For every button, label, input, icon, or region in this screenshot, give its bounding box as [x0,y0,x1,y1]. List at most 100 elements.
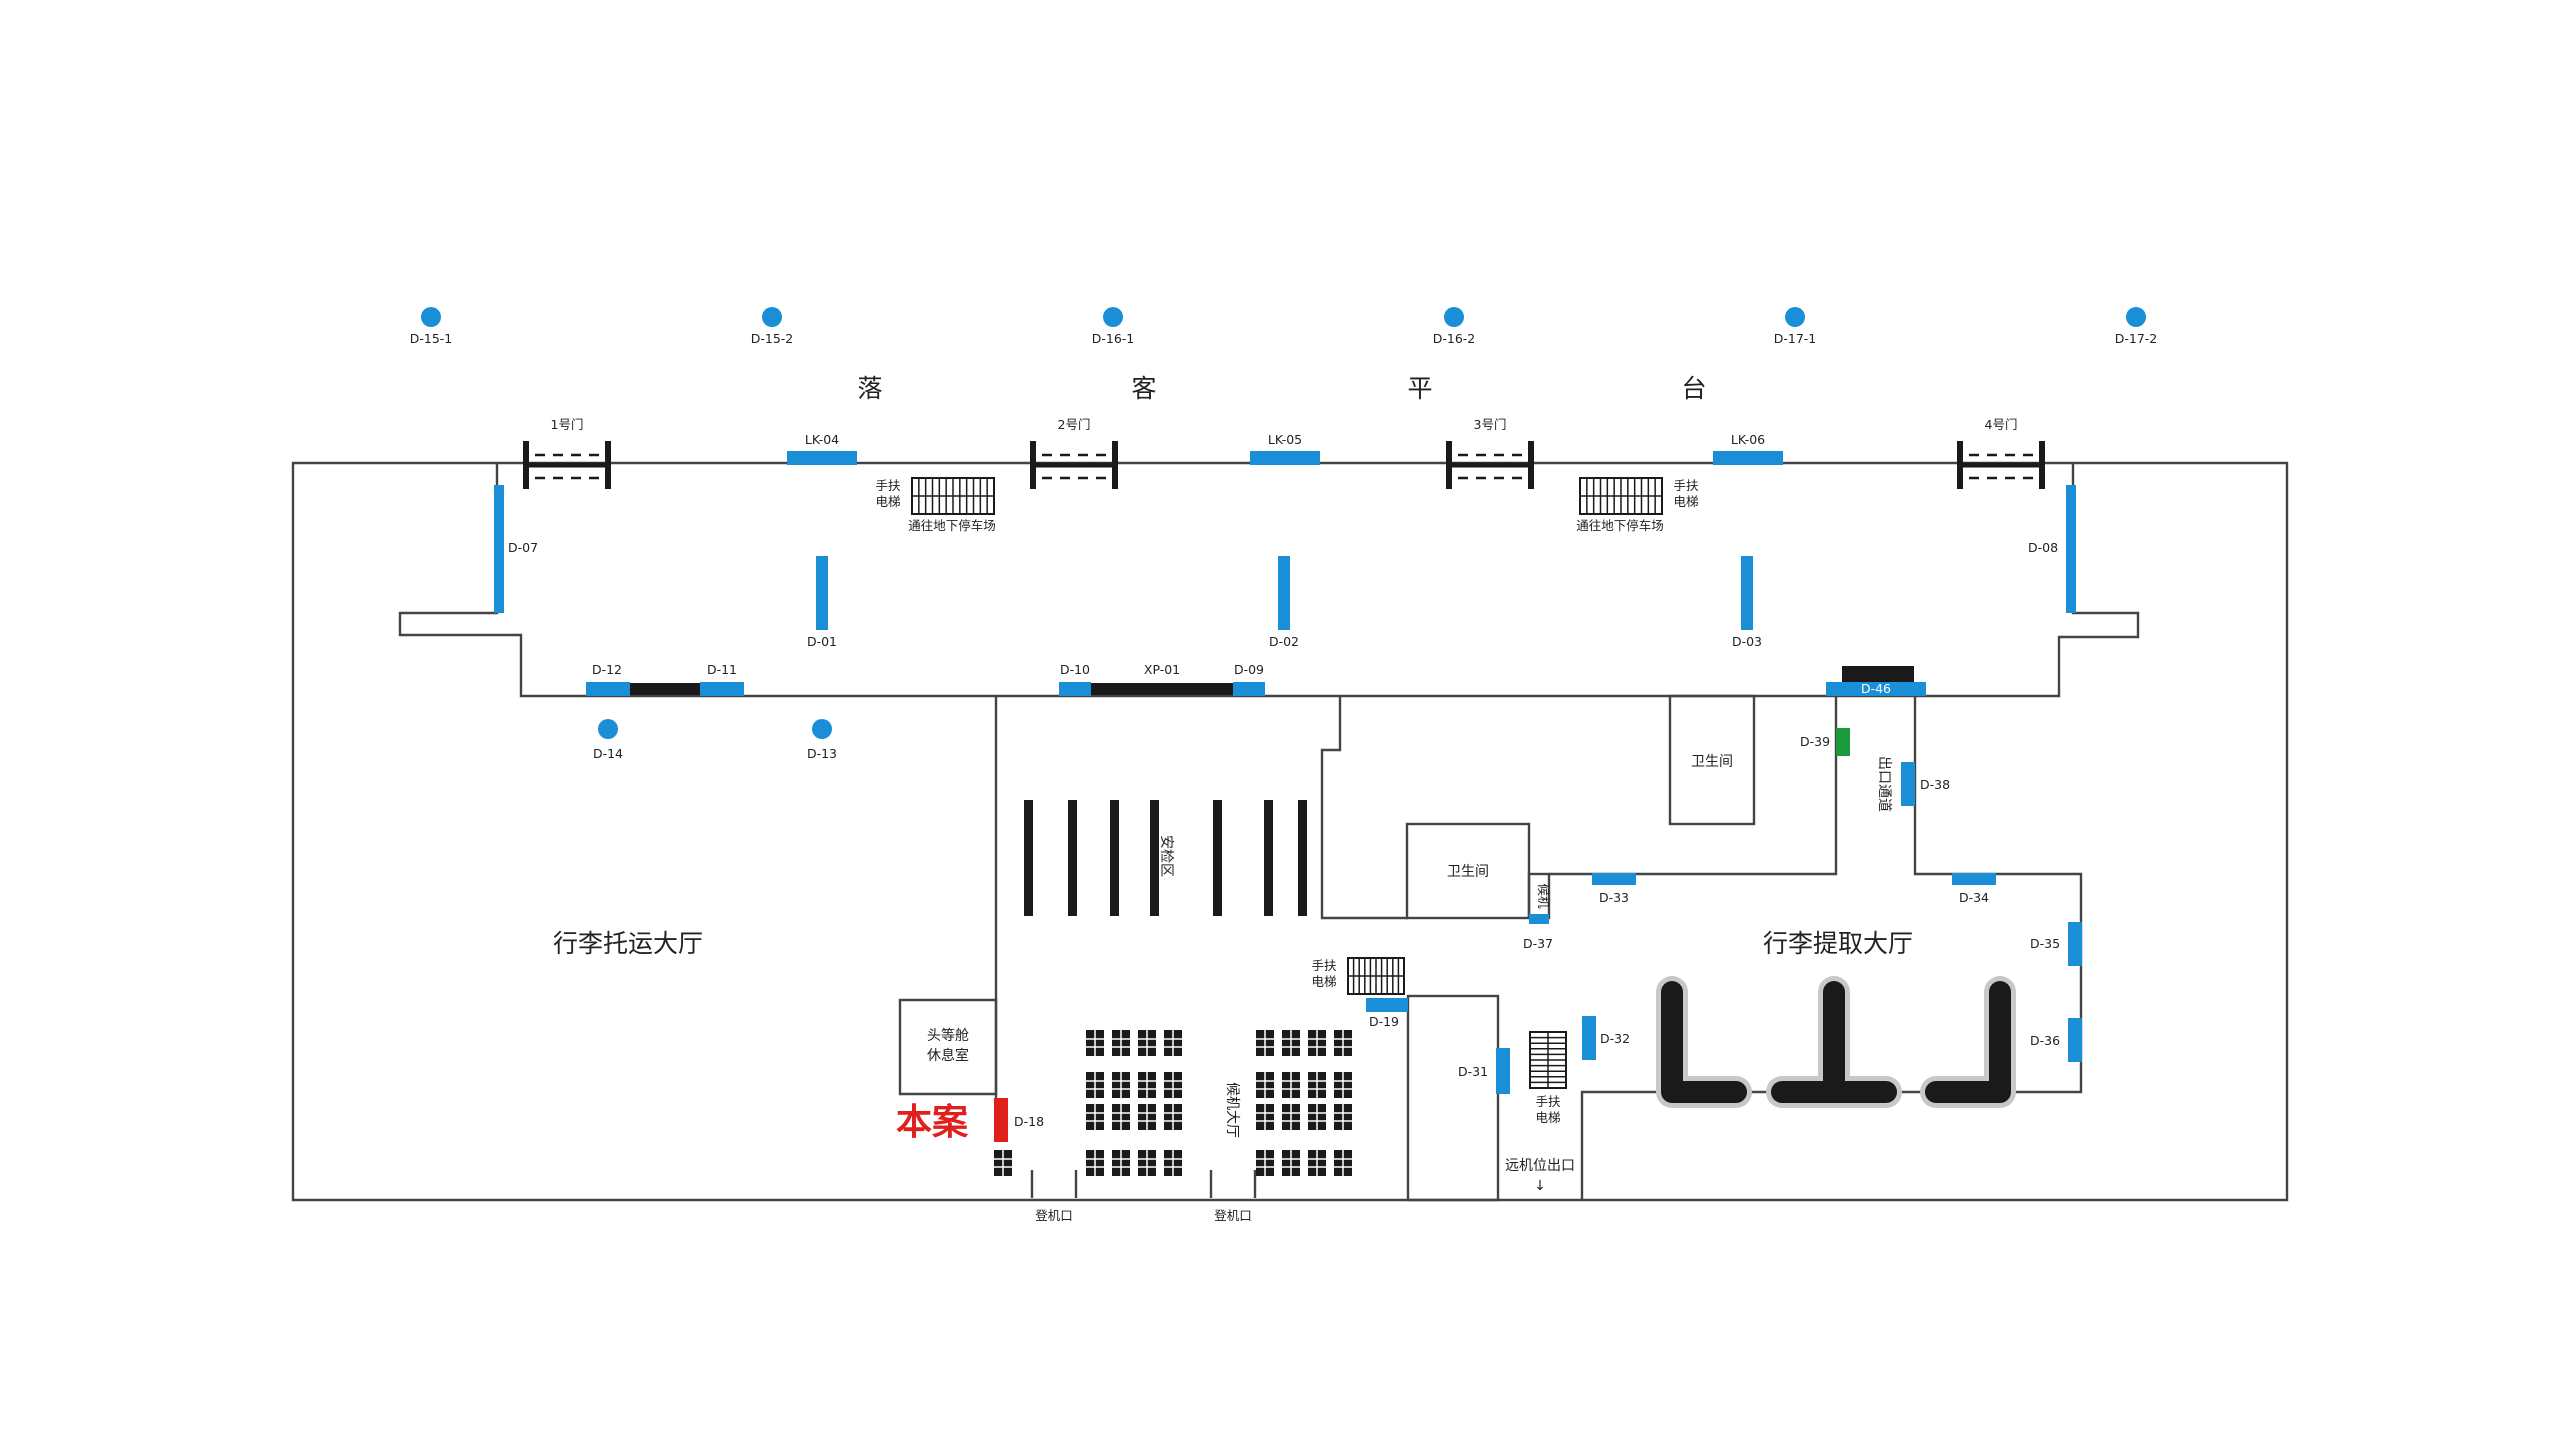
label-d-34: D-34 [1959,890,1989,905]
label-lk-05: LK-05 [1268,432,1302,447]
gates-layer: 1号门 2号门 3号门 4号门 [523,417,2045,489]
point-marker-d-16-1 [1103,307,1123,327]
escalator-middle-label-2: 电梯 [1311,974,1336,989]
seat-block-right-mid [1256,1072,1352,1130]
ad-panel-d-35 [2068,922,2082,966]
label-d-17-2: D-17-2 [2115,331,2158,346]
label-arrival-exit: 远机位出口 [1505,1158,1575,1174]
label-lk-06: LK-06 [1731,432,1765,447]
gate-label-4: 4号门 [1985,417,2018,432]
escalator-top-right-note: 通往地下停车场 [1576,518,1664,533]
label-checkin-hall: 行李托运大厅 [553,929,703,958]
ad-panel-d-33 [1592,873,1636,885]
label-d-35: D-35 [2030,936,2060,951]
gate-3: 3号门 [1446,417,1534,489]
escalator-lower-label-1: 手扶 [1535,1094,1561,1109]
labels: 落 客 平 台 LK-04 LK-05 LK-06 D-07 D-08 D-01… [508,374,2060,1223]
ad-panel-d-02 [1278,556,1290,630]
label-d-13: D-13 [807,746,837,761]
seat-block-gate [994,1150,1012,1176]
seat-block-right-top [1256,1030,1352,1056]
gate-label-1: 1号门 [551,417,584,432]
ad-panel-d-38 [1901,762,1915,806]
label-d-02: D-02 [1269,634,1299,649]
point-marker-d-13 [812,719,832,739]
arrival-exit-arrow: ↓ [1534,1178,1546,1194]
label-boarding-2: 登机口 [1214,1208,1252,1223]
ad-panel-d-31 [1496,1048,1510,1094]
ad-panel-d-19 [1366,998,1408,1012]
label-d-01: D-01 [807,634,837,649]
label-waiting: 候机大厅 [1224,1082,1240,1138]
restroom-2-room [1405,822,1531,920]
label-d-15-1: D-15-1 [410,331,453,346]
ad-panels [494,451,2082,1142]
waiting-seats [994,1030,1352,1176]
label-d-39: D-39 [1800,734,1830,749]
ad-panel-d-36 [2068,1018,2082,1062]
gate-label-3: 3号门 [1474,417,1507,432]
label-exit-passage: 出口通道 [1876,756,1892,812]
security-lane-2 [1068,800,1077,916]
ad-panel-d-08 [2066,485,2076,613]
label-d-19: D-19 [1369,1014,1399,1029]
restroom-1-room [1668,694,1756,826]
gate-4: 4号门 [1957,417,2045,489]
escalator-middle-label-1: 手扶 [1311,958,1337,973]
boarding-gate-wall-1 [1030,1170,1078,1198]
security-lane-5 [1213,800,1222,916]
label-security: 安检区 [1158,835,1174,877]
seat-block-left-bottom [1086,1150,1182,1176]
ad-panel-d-10 [1059,682,1091,696]
arrival-room [1406,994,1500,1202]
dark-counter-d-46 [1842,666,1914,684]
label-lk-04: LK-04 [805,432,839,447]
ad-panel-xp-01 [1091,683,1233,695]
seat-block-left-mid [1086,1072,1182,1130]
ad-panel-d-09 [1233,682,1265,696]
baggage-hall-wall [1580,696,2083,1200]
security-lane-1 [1024,800,1033,916]
security-lane-6 [1264,800,1273,916]
ad-panel-d-18-highlight [994,1098,1008,1142]
seat-block-right-bottom [1256,1150,1352,1176]
label-baggage-claim-hall: 行李提取大厅 [1763,929,1913,958]
point-marker-d-15-1 [421,307,441,327]
label-small-room: 候机 [1536,883,1551,909]
ad-panel-d-37 [1529,914,1549,924]
security-lanes [1024,800,1307,916]
concourse-inner-wall [398,463,2140,698]
label-first-class-1: 头等舱 [927,1027,969,1044]
security-area-wall [1320,696,1408,920]
point-marker-d-17-2 [2126,307,2146,327]
boarding-gate-wall-2 [1209,1170,1257,1198]
security-lane-7 [1298,800,1307,916]
label-d-10: D-10 [1060,662,1090,677]
label-restroom-2: 卫生间 [1447,864,1489,880]
label-d-08: D-08 [2028,540,2058,555]
label-d-03: D-03 [1732,634,1762,649]
escalator-top-left-label-2: 电梯 [875,494,900,509]
platform-char-3: 平 [1407,374,1432,403]
ad-panel-d-01 [816,556,828,630]
label-d-11: D-11 [707,662,737,677]
ad-panel-d-32 [1582,1016,1596,1060]
gate-1: 1号门 [523,417,611,489]
label-d-15-2: D-15-2 [751,331,794,346]
label-d-18: D-18 [1014,1114,1044,1129]
dark-counter-left [630,683,700,695]
escalator-lower-label-2: 电梯 [1535,1110,1560,1125]
label-highlight: 本案 [896,1102,969,1143]
platform-char-1: 落 [857,374,882,403]
label-d-38: D-38 [1920,777,1950,792]
carousel-3-belt [1925,981,2011,1103]
gate-2: 2号门 [1030,417,1118,489]
point-marker-d-14 [598,719,618,739]
building-walls [291,461,2289,1202]
point-marker-d-17-1 [1785,307,1805,327]
